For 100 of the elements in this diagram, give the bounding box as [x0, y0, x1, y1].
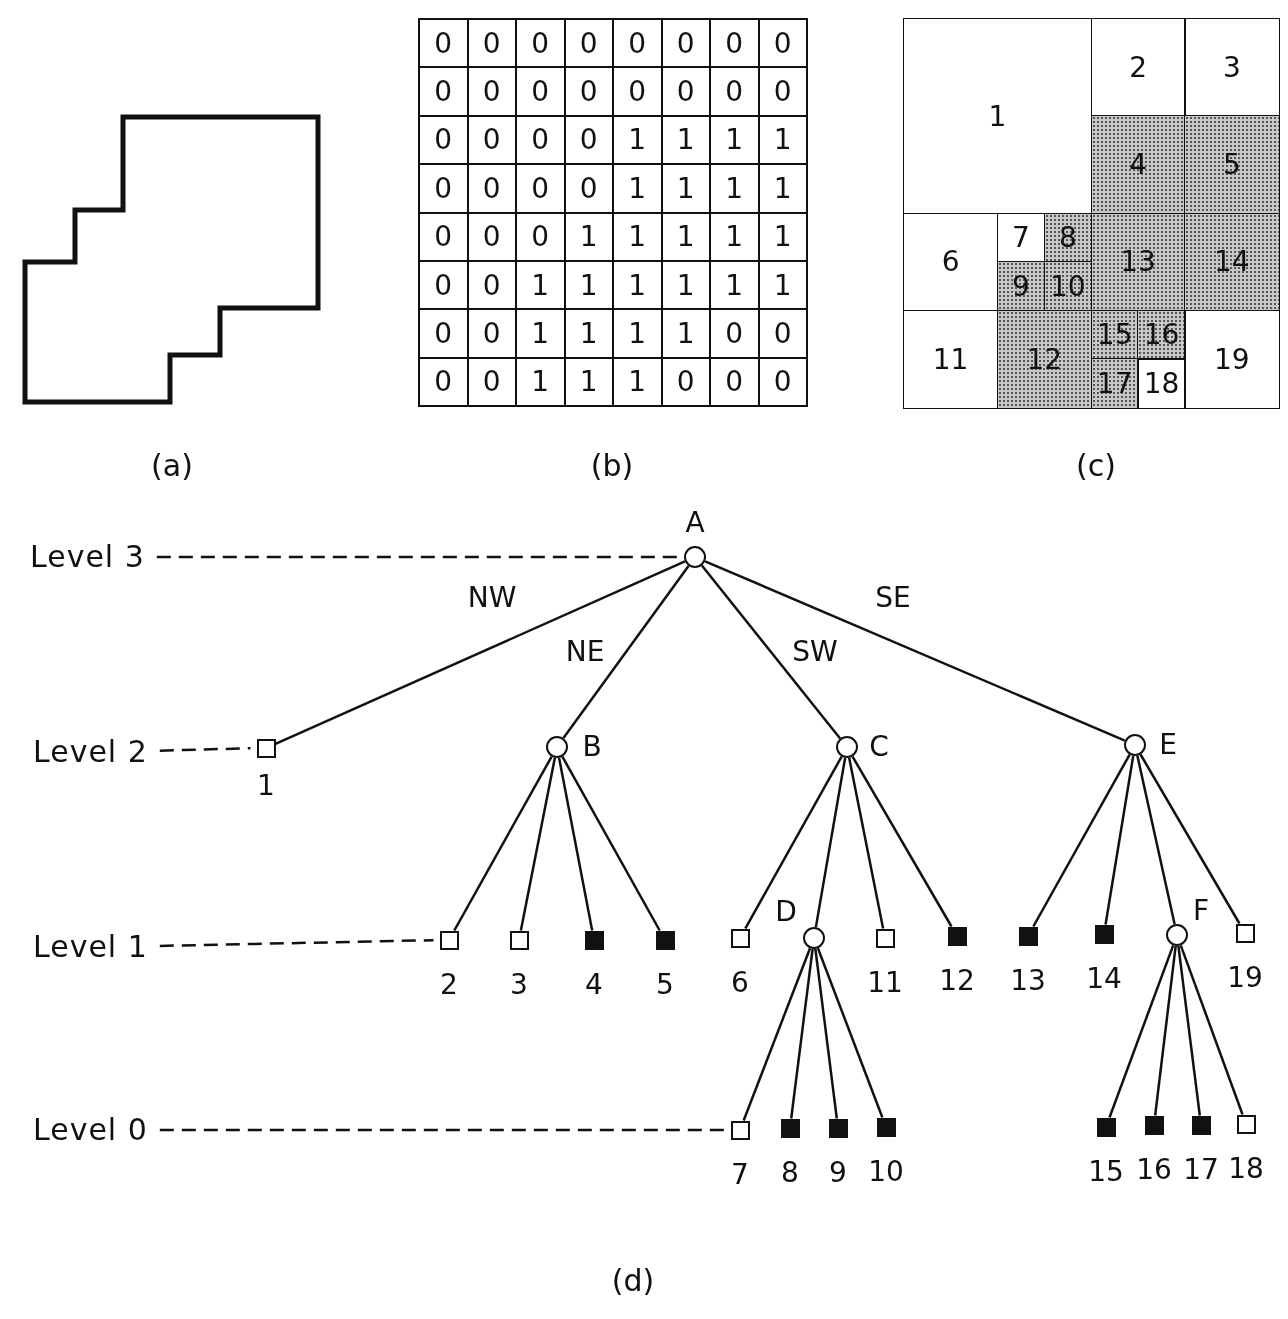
shaded-block	[996, 309, 1092, 409]
block-number: 17	[1096, 366, 1133, 400]
tree-edge	[1104, 755, 1135, 925]
leaf-number: 1	[257, 772, 275, 800]
filled-leaf-square	[655, 930, 675, 950]
level-label: Level 0	[33, 1115, 148, 1145]
filled-leaf-square	[1096, 1117, 1116, 1137]
node-letter: A	[685, 509, 705, 537]
internal-node-circle	[1166, 924, 1188, 946]
tree-edge	[789, 948, 814, 1119]
leaf-number: 17	[1183, 1156, 1219, 1184]
block-number: 19	[1214, 342, 1250, 376]
leaf-number: 18	[1228, 1155, 1264, 1183]
leaf-number: 7	[731, 1161, 749, 1189]
level-label: Level 3	[30, 542, 145, 572]
tree-edge	[847, 757, 885, 929]
node-letter: C	[869, 733, 889, 761]
shaded-block	[1043, 212, 1092, 263]
internal-node-circle	[684, 546, 706, 568]
tree-edge	[519, 757, 557, 931]
level-label: Level 1	[33, 932, 148, 962]
matrix-cell: 0	[418, 356, 469, 408]
filled-leaf-square	[1094, 924, 1114, 944]
internal-node-circle	[803, 927, 825, 949]
panel-caption: (c)	[1076, 451, 1116, 481]
block-number: 18	[1143, 366, 1180, 400]
panel-caption: (d)	[611, 1266, 655, 1296]
panel-caption: (a)	[151, 451, 193, 481]
filled-leaf-square	[1144, 1115, 1164, 1135]
matrix-cell: 0	[757, 18, 808, 69]
level-label: Level 2	[33, 737, 148, 767]
shaded-block	[1184, 115, 1280, 214]
shaded-block	[1137, 309, 1186, 360]
filled-leaf-square	[1018, 926, 1038, 946]
shaded-block	[1090, 358, 1139, 409]
leaf-number: 19	[1227, 964, 1263, 992]
tree-edge	[742, 947, 812, 1121]
internal-node-circle	[546, 736, 568, 758]
filled-leaf-square	[1191, 1115, 1211, 1135]
tree-edge	[744, 756, 843, 930]
empty-leaf-square	[730, 928, 750, 948]
tree-edge	[1179, 944, 1244, 1115]
block-number: 12	[1026, 342, 1063, 376]
block-number: 13	[1120, 245, 1156, 279]
block-number: 2	[1129, 50, 1148, 84]
tree-edge	[1136, 755, 1176, 925]
tree-edge	[700, 564, 842, 740]
block-number: 1	[988, 99, 1007, 133]
leaf-number: 6	[731, 969, 749, 997]
tree-edge	[851, 755, 953, 928]
filled-leaf-square	[876, 1117, 896, 1137]
block-number: 5	[1222, 148, 1241, 182]
leader-line	[159, 1128, 725, 1132]
empty-leaf-square	[730, 1120, 750, 1140]
leader-line	[156, 555, 678, 559]
node-letter: D	[775, 898, 797, 926]
leaf-number: 9	[829, 1159, 847, 1187]
block-number: 9	[1012, 269, 1030, 303]
node-letter: E	[1159, 731, 1177, 759]
tree-edge	[704, 560, 1126, 742]
internal-node-circle	[836, 736, 858, 758]
node-letter: B	[582, 733, 602, 761]
block-number: 10	[1050, 269, 1086, 303]
leaf-number: 10	[868, 1158, 904, 1186]
block-number: 6	[941, 245, 960, 279]
leaf-number: 3	[510, 971, 528, 999]
leader-line	[159, 938, 434, 948]
block-number: 11	[932, 342, 969, 376]
tree-edge	[1177, 945, 1202, 1116]
leaf-number: 4	[585, 971, 603, 999]
filled-leaf-square	[780, 1118, 800, 1138]
shaded-block	[1090, 309, 1139, 360]
empty-leaf-square	[1235, 923, 1255, 943]
leaf-number: 11	[867, 969, 903, 997]
tree-edge	[1139, 753, 1241, 925]
filled-leaf-square	[947, 926, 967, 946]
tree-edge	[562, 565, 690, 739]
block-number: 4	[1129, 148, 1148, 182]
shaded-block	[1043, 261, 1092, 312]
leaf-number: 16	[1136, 1156, 1172, 1184]
block-number: 15	[1096, 318, 1133, 352]
tree-edge	[453, 756, 553, 932]
tree-edge	[814, 757, 847, 928]
empty-leaf-square	[439, 930, 459, 950]
shaded-block	[996, 261, 1046, 312]
block-number: 8	[1058, 221, 1077, 255]
leaf-number: 12	[939, 967, 975, 995]
empty-leaf-square	[256, 738, 276, 758]
tree-edge	[275, 560, 686, 745]
filled-leaf-square	[828, 1118, 848, 1138]
shaded-block	[1090, 115, 1186, 214]
leaf-number: 8	[781, 1159, 799, 1187]
filled-leaf-square	[584, 930, 604, 950]
empty-leaf-square	[875, 928, 895, 948]
tree-edge	[814, 948, 839, 1119]
empty-leaf-square	[509, 930, 529, 950]
node-letter: F	[1192, 897, 1210, 925]
block-number: 7	[1012, 221, 1030, 255]
tree-edge	[557, 757, 594, 931]
leader-line	[159, 746, 251, 752]
